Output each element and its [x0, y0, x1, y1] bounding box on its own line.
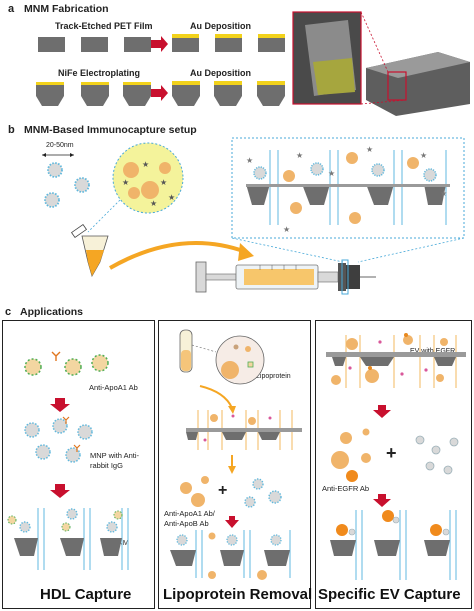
- svg-text:★: ★: [122, 178, 129, 187]
- au-deposition-1-blocks: [172, 34, 285, 52]
- specific-ev-capture-caption: Specific EV Capture: [318, 586, 461, 603]
- lipoprotein-removal-caption: Lipoprotein Removal: [163, 586, 313, 603]
- hdl-capture-caption: HDL Capture: [40, 586, 132, 603]
- hdl-complexes: [24, 351, 109, 376]
- panel-a-letter: a: [8, 3, 15, 15]
- lipo-sample-tube: [179, 329, 193, 373]
- panel-b-title: MNM-Based Immunocapture setup: [24, 124, 197, 136]
- anti-apoa1-ab-label: Anti-ApoA1 Ab: [89, 383, 138, 392]
- anti-apoa1-apob-label-line2: Anti-ApoB Ab: [164, 519, 209, 528]
- ev-membrane-top: [326, 333, 466, 388]
- arrow-down-icon: [373, 405, 391, 418]
- ev-with-egfr-label: EV with EGFR: [410, 348, 456, 355]
- membrane-zoom-box: ★ ★ ★ ★ ★ ★ ★: [231, 137, 465, 263]
- svg-text:★: ★: [150, 199, 157, 208]
- lipo-membrane-top: [186, 410, 302, 450]
- svg-text:★: ★: [160, 178, 167, 187]
- syringe-icon: [195, 261, 339, 293]
- arrow-down-icon: [373, 494, 391, 507]
- mnp-label-line2: rabbit IgG: [90, 461, 123, 470]
- step-pet-film-label: Track-Etched PET Film: [55, 21, 153, 31]
- sample-tube-icon: [70, 223, 109, 278]
- step-nife-electroplating-label: NiFe Electroplating: [58, 68, 141, 78]
- svg-text:★: ★: [440, 189, 447, 198]
- au-deposition-2-blocks: [172, 81, 285, 106]
- anti-egfr-ab-label: Anti-EGFR Ab: [322, 484, 370, 493]
- ev-particle-mix: [331, 428, 459, 482]
- svg-text:★: ★: [328, 169, 335, 178]
- nife-blocks: [36, 82, 151, 106]
- arrow-right-icon: [151, 36, 168, 52]
- panel-b-letter: b: [8, 124, 15, 136]
- arrow-down-icon: [225, 516, 239, 528]
- flow-arrow-icon: [109, 241, 247, 270]
- lipoprotein-removal-box: [158, 320, 311, 609]
- svg-text:★: ★: [366, 145, 373, 154]
- mnp-label-line1: MNP with Anti-: [90, 451, 140, 460]
- specific-ev-capture-box: [315, 320, 472, 609]
- lipo-membrane-bottom: [170, 530, 291, 580]
- panel-c-letter: c: [5, 306, 12, 318]
- step-au-deposition-1-label: Au Deposition: [190, 21, 251, 31]
- plus-sign-ev: +: [386, 443, 397, 463]
- lipo-flow-arrow-icon: [199, 385, 233, 409]
- ev-membrane-bottom: [330, 510, 457, 580]
- anti-apoa1-apob-label-line1: Anti-ApoA1 Ab/: [164, 509, 215, 518]
- svg-text:★: ★: [246, 156, 253, 165]
- svg-text:★: ★: [283, 225, 290, 234]
- panel-c-title: Applications: [20, 306, 84, 318]
- filter-holder-icon: [338, 259, 376, 295]
- hdl-membrane: [7, 508, 129, 570]
- lipoprotein-particles: [44, 162, 90, 208]
- lipo-particle-mix: [180, 476, 282, 508]
- plus-sign-lipo: +: [218, 482, 228, 499]
- arrow-down-icon: [50, 398, 70, 412]
- mnp-particles-hdl: [24, 418, 93, 463]
- sample-zoom-circle: ★ ★ ★ ★ ★: [112, 142, 184, 214]
- arrow-down-icon: [50, 484, 70, 498]
- hdl-capture-box: [2, 320, 155, 609]
- lipoprotein-label: Lipoprotein: [256, 373, 291, 380]
- panel-a-title: MNM Fabrication: [24, 3, 109, 15]
- svg-text:★: ★: [296, 151, 303, 160]
- particle-size-label: 20-50nm: [46, 142, 74, 149]
- svg-text:★: ★: [420, 151, 427, 160]
- lipo-zoom-circle: [191, 335, 265, 385]
- arrow-right-icon: [151, 85, 168, 101]
- svg-text:★: ★: [168, 193, 175, 202]
- pet-film-blocks: [38, 37, 151, 52]
- step-au-deposition-2-label: Au Deposition: [190, 68, 251, 78]
- sem-inset-image: [292, 11, 470, 116]
- svg-text:★: ★: [142, 160, 149, 169]
